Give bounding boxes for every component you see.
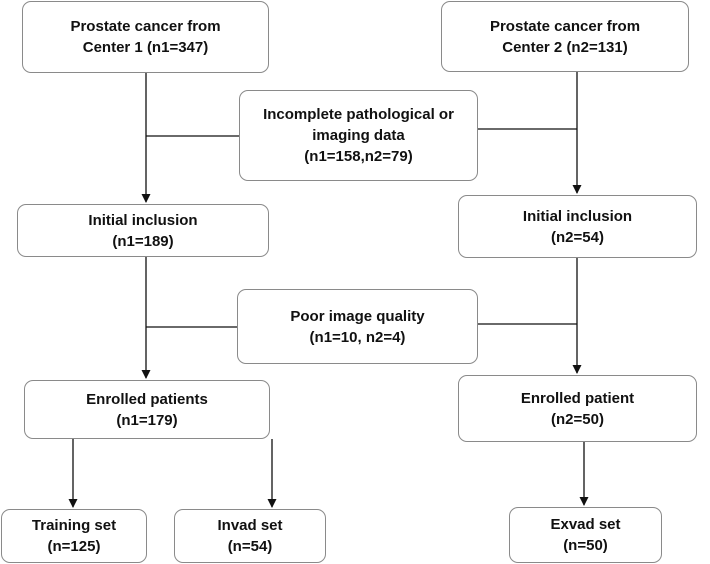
invad-line1: Invad set bbox=[217, 517, 283, 534]
exvad-line2: (n=50) bbox=[563, 537, 608, 554]
enrolled2-line2: (n2=50) bbox=[551, 410, 604, 428]
initial1-line2: (n1=189) bbox=[112, 232, 174, 250]
initial-inclusion-1-box: Initial inclusion (n1=189) bbox=[17, 204, 269, 257]
exclusion1-line1: Incomplete pathological or bbox=[263, 106, 454, 123]
center1-box: Prostate cancer from Center 1 (n1=347) bbox=[22, 1, 269, 73]
exclusion2-line2: (n1=10, n2=4) bbox=[309, 328, 406, 346]
training-set-box: Training set (n=125) bbox=[1, 509, 147, 563]
center1-line1: Prostate cancer from bbox=[70, 18, 221, 35]
exvad-set-box: Exvad set (n=50) bbox=[509, 507, 662, 563]
invad-set-box: Invad set (n=54) bbox=[174, 509, 326, 563]
invad-line2: (n=54) bbox=[227, 538, 273, 555]
initial2-line2: (n2=54) bbox=[551, 228, 604, 246]
center2-box: Prostate cancer from Center 2 (n2=131) bbox=[441, 1, 689, 72]
training-line2: (n=125) bbox=[47, 538, 101, 555]
exclusion-poor-quality-box: Poor image quality (n1=10, n2=4) bbox=[237, 289, 478, 364]
enrolled1-line2: (n1=179) bbox=[116, 411, 178, 429]
enrolled-patients-1-box: Enrolled patients (n1=179) bbox=[24, 380, 270, 439]
center1-line2: Center 1 (n1=347) bbox=[82, 39, 209, 56]
enrolled2-line1: Enrolled patient bbox=[520, 389, 635, 407]
enrolled1-line1: Enrolled patients bbox=[86, 390, 208, 408]
exclusion1-line3: (n1=158,n2=79) bbox=[304, 148, 413, 165]
center2-line2: Center 2 (n2=131) bbox=[502, 38, 628, 56]
exclusion-incomplete-data-box: Incomplete pathological or imaging data … bbox=[239, 90, 478, 181]
enrolled-patient-2-box: Enrolled patient (n2=50) bbox=[458, 375, 697, 442]
initial1-line1: Initial inclusion bbox=[88, 211, 198, 229]
exclusion1-line2: imaging data bbox=[312, 127, 405, 144]
training-line1: Training set bbox=[31, 517, 117, 534]
initial2-line1: Initial inclusion bbox=[522, 207, 633, 225]
exclusion2-line1: Poor image quality bbox=[290, 307, 425, 325]
center2-line1: Prostate cancer from bbox=[489, 17, 641, 35]
exvad-line1: Exvad set bbox=[550, 516, 621, 533]
initial-inclusion-2-box: Initial inclusion (n2=54) bbox=[458, 195, 697, 258]
